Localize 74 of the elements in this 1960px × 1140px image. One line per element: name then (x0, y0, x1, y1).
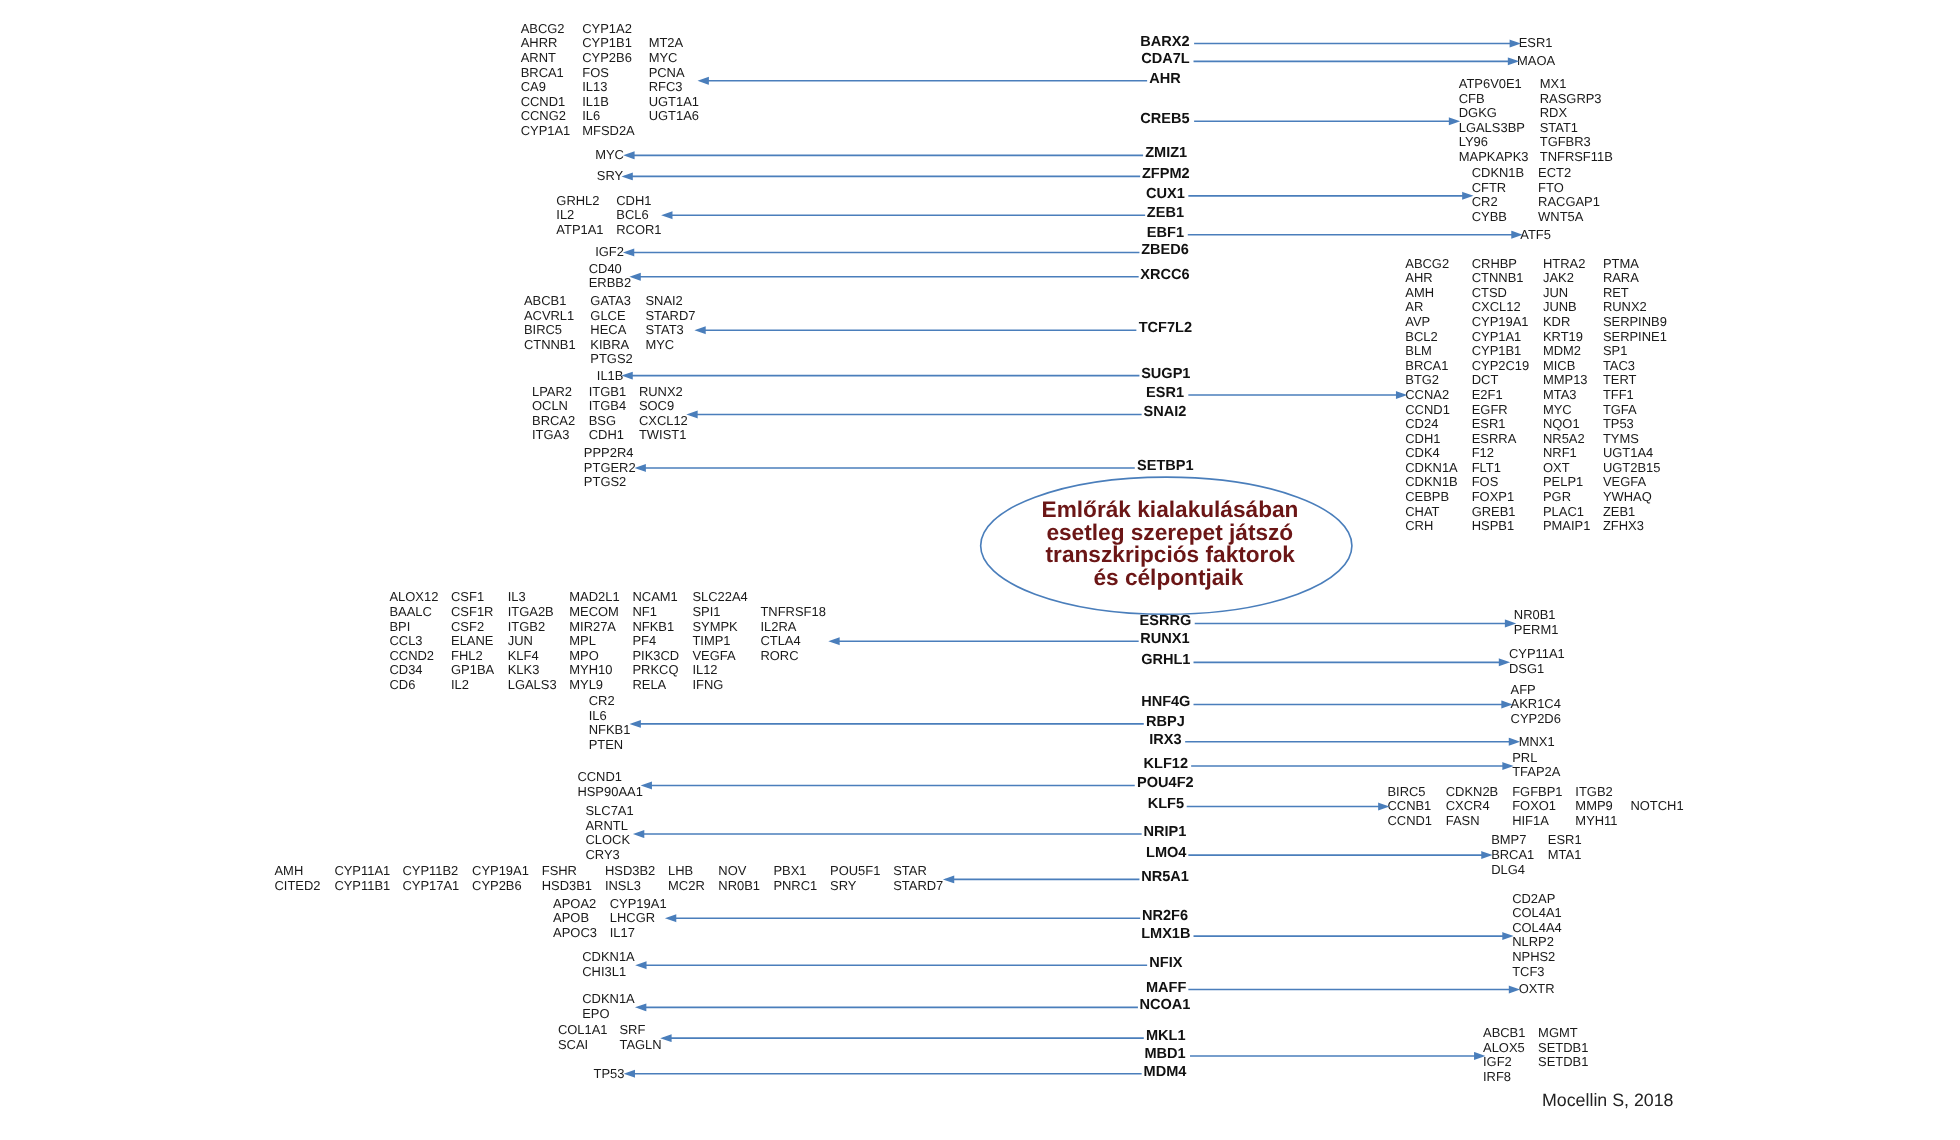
node-text: MDM4 (1143, 1061, 1187, 1080)
node-text: CDA7L (1141, 49, 1190, 68)
arrow (622, 248, 1141, 257)
node-text: RUNX1 (1140, 629, 1190, 648)
arrow (621, 371, 1141, 380)
node-text: ESR1 (1146, 383, 1184, 401)
node-text: EBF1 (1146, 222, 1184, 241)
node-ellipse: Emlőrák kialakulásában esetleg szerepet játszó transzkripciós faktorok és célpontjaik (979, 476, 1353, 616)
arrow (664, 914, 1141, 923)
arrow (1187, 851, 1493, 860)
node-text: NCOA1 (1139, 995, 1191, 1014)
node-text: RBPJ (1146, 711, 1185, 730)
node-text: HNF4G (1141, 692, 1191, 711)
arrow (1187, 191, 1474, 200)
node-text: MBD1 (1144, 1043, 1186, 1062)
node-text: SNAI2 (1143, 402, 1187, 421)
node-text: MAFF (1146, 977, 1187, 996)
node-text: NRIP1 (1143, 821, 1187, 840)
arrow (1187, 230, 1523, 239)
node-text: SUGP1 (1141, 363, 1191, 382)
node-text: SETBP1 (1137, 455, 1194, 474)
node-text: IRX3 (1149, 729, 1182, 748)
arrow (1189, 1051, 1486, 1060)
arrow (623, 151, 1144, 160)
arrow (694, 326, 1138, 335)
node-text: KLF5 (1147, 794, 1184, 813)
node-text: XRCC6 (1140, 264, 1190, 283)
node-text: GRHL1 (1141, 650, 1191, 669)
arrow (1192, 700, 1513, 709)
arrow (1187, 985, 1521, 994)
arrow (629, 272, 1140, 281)
arrow (629, 719, 1145, 728)
node-text: ZEB1 (1146, 203, 1184, 222)
node-text: POU4F2 (1137, 773, 1194, 792)
arrow (1192, 932, 1514, 941)
arrow (1190, 762, 1514, 770)
arrow (1193, 39, 1521, 48)
arrow (660, 1034, 1145, 1043)
arrow (828, 637, 1140, 646)
arrow (1193, 619, 1517, 628)
node-text: LMO4 (1146, 843, 1187, 862)
arrow (1185, 802, 1390, 811)
node-text: TCF7L2 (1138, 318, 1193, 337)
arrow (1192, 57, 1520, 66)
node-text: KLF12 (1143, 753, 1189, 772)
arrow (697, 76, 1148, 85)
node-text: BARX2 (1140, 31, 1190, 50)
node-text: AHR (1149, 68, 1181, 87)
arrow (686, 410, 1143, 419)
caption: Mocellin S, 2018 (1542, 1089, 1674, 1110)
node-text: MKL1 (1146, 1026, 1186, 1045)
node-text: ZBED6 (1141, 240, 1189, 259)
node-text: CUX1 (1146, 183, 1185, 202)
node-text: ZFPM2 (1141, 164, 1190, 183)
arrow (634, 463, 1136, 472)
arrow (1187, 391, 1408, 400)
node-text: NFIX (1149, 953, 1183, 972)
arrow (621, 172, 1141, 181)
node-text: NR2F6 (1141, 906, 1189, 925)
node-text: NR5A1 (1141, 867, 1189, 886)
arrow (1193, 117, 1461, 126)
node-text: CREB5 (1140, 109, 1190, 128)
arrow (635, 961, 1148, 970)
arrow (1192, 658, 1511, 667)
node-text: ESRRG (1139, 611, 1192, 630)
node-text: LMX1B (1141, 924, 1191, 943)
node-text: ZMIZ1 (1145, 143, 1188, 162)
arrow (640, 781, 1136, 790)
arrow (632, 830, 1143, 838)
arrow (661, 211, 1146, 220)
arrow (1184, 737, 1521, 746)
arrow (623, 1069, 1143, 1078)
arrow (942, 875, 1141, 884)
arrow (635, 1003, 1139, 1012)
